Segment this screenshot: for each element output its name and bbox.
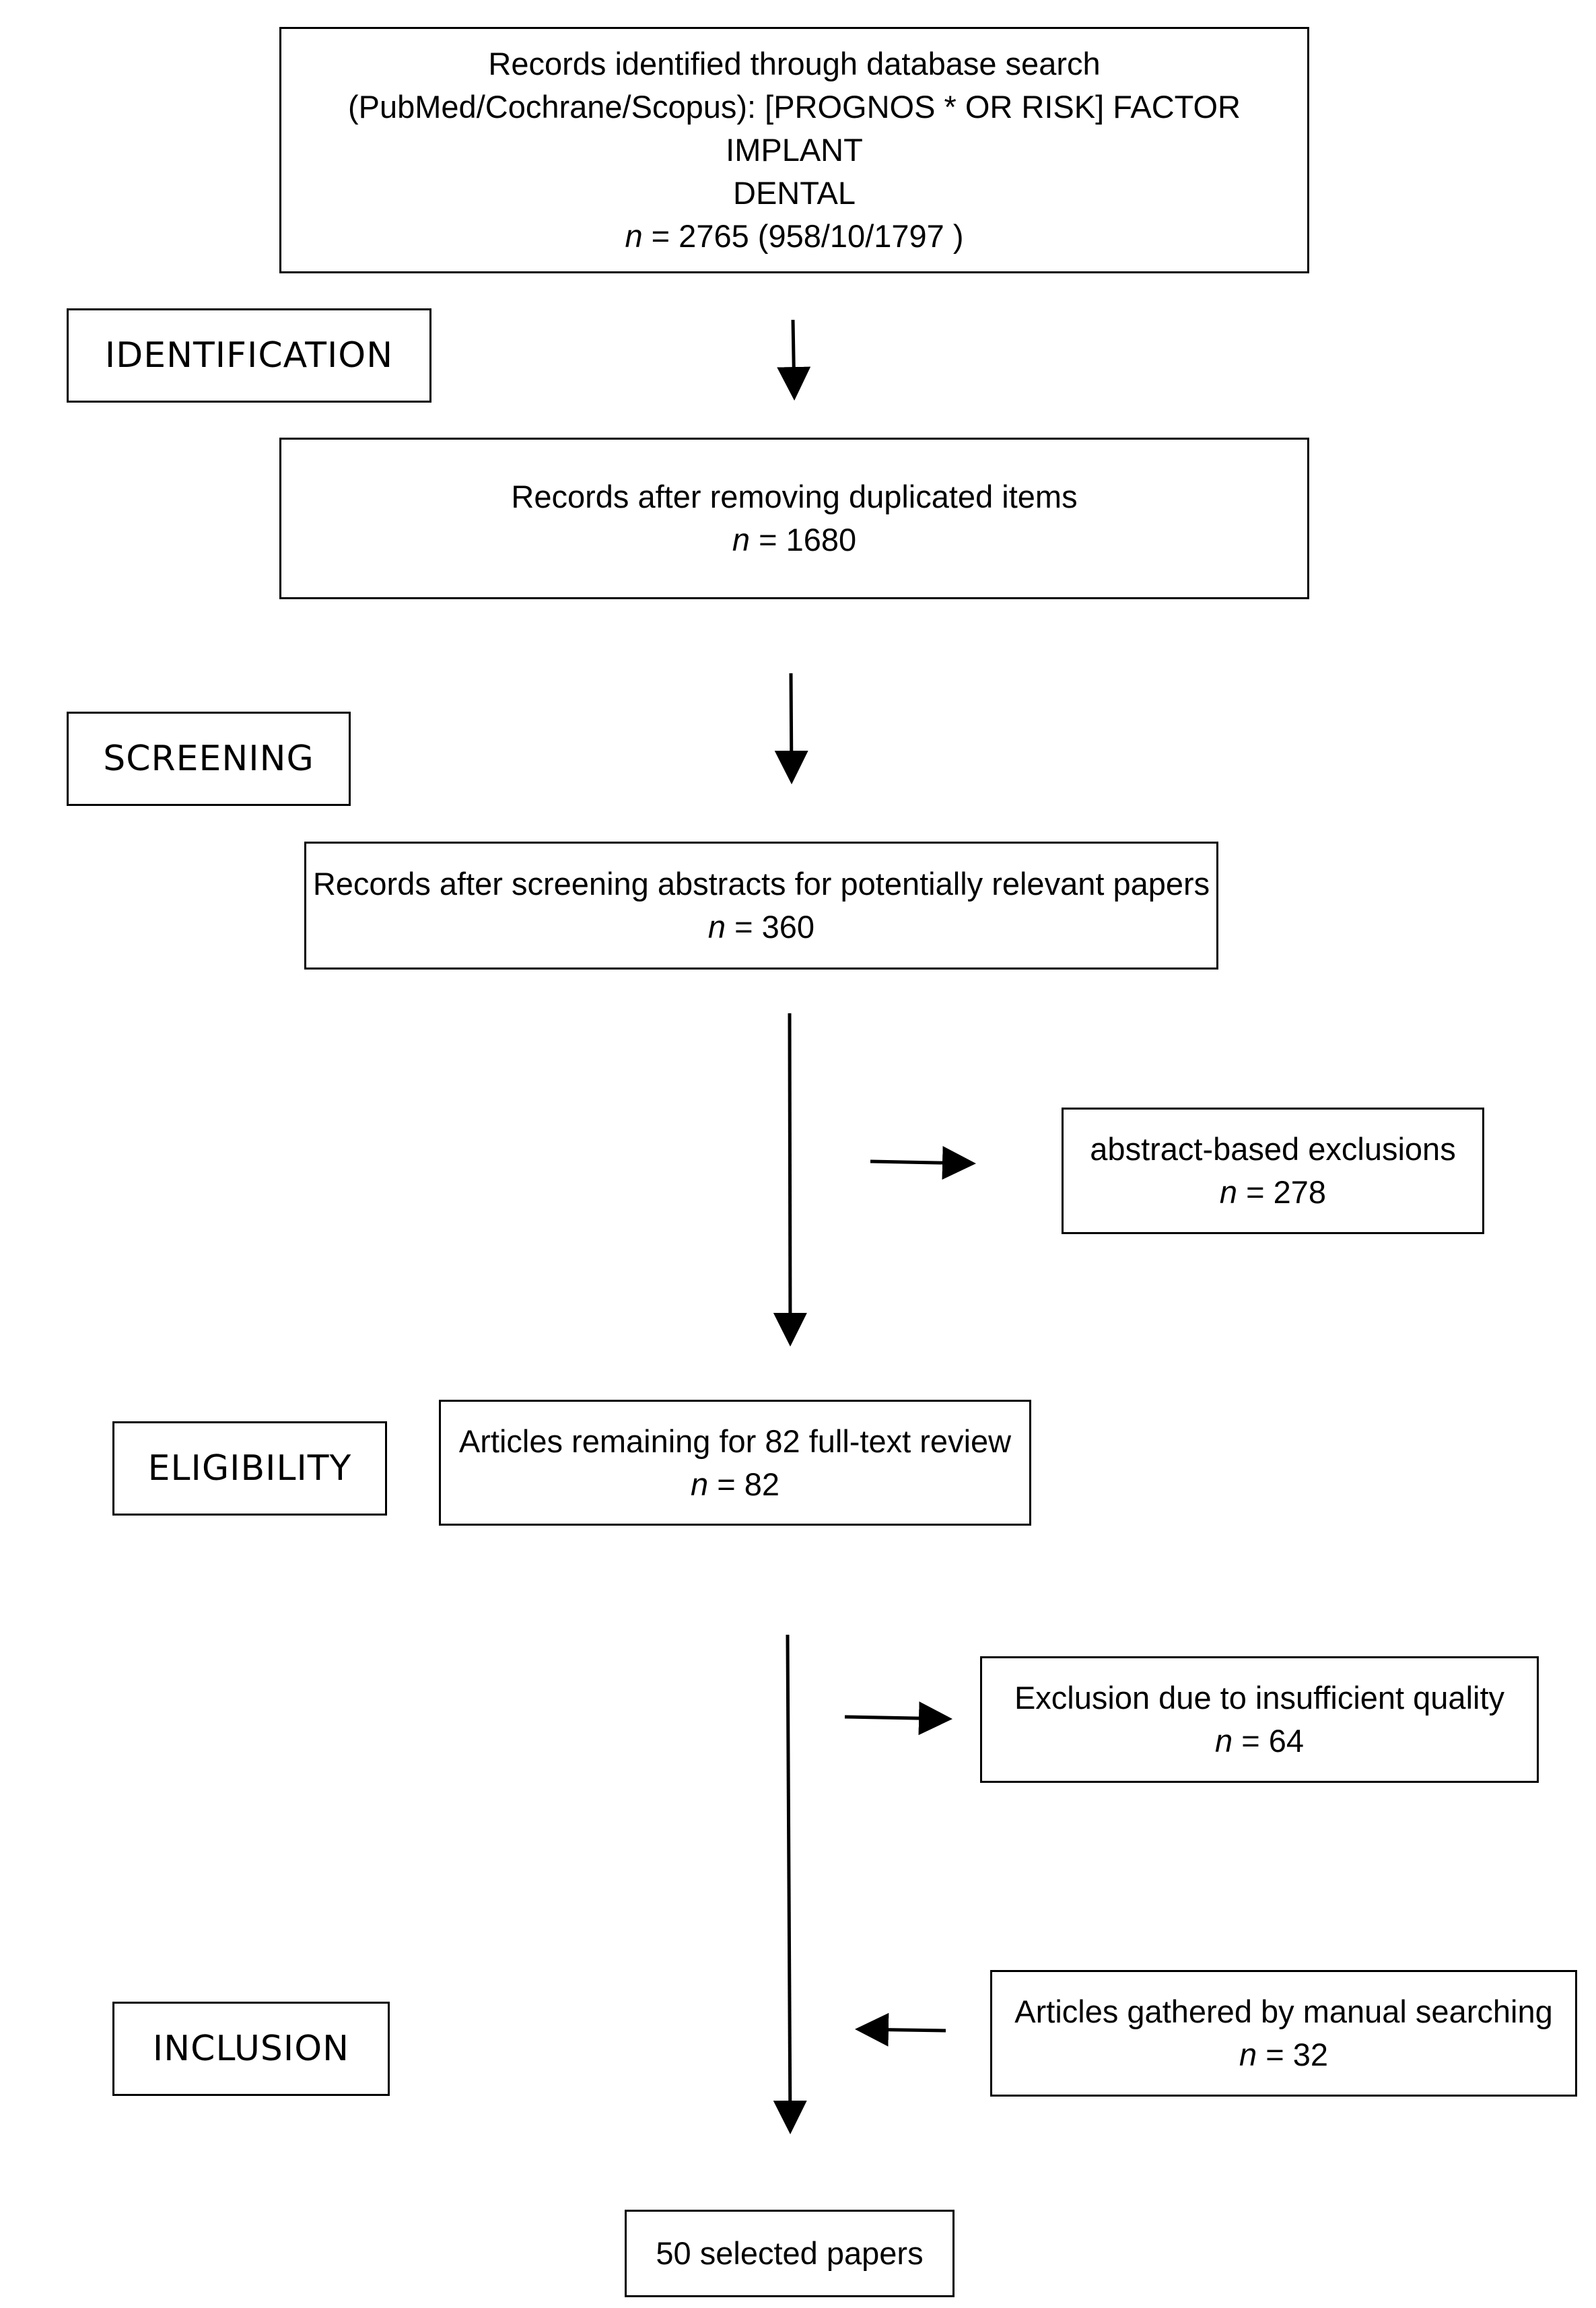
arrow-search-to-duplicates (777, 319, 811, 401)
abstract-exclusions-count: n = 278 (1220, 1171, 1326, 1214)
n-symbol: n (1215, 1723, 1233, 1759)
manual-search-line1: Articles gathered by manual searching (1014, 1994, 1553, 2029)
stage-eligibility: ELIGIBILITY (112, 1421, 387, 1516)
box-abstract-exclusions: abstract-based exclusions n = 278 (1062, 1108, 1484, 1234)
n-symbol: n (1239, 2037, 1257, 2072)
stage-screening-label: SCREENING (103, 739, 314, 779)
after-duplicates-line1: Records after removing duplicated items (511, 479, 1078, 514)
stage-eligibility-label: ELIGIBILITY (147, 1448, 352, 1489)
full-text-review-count: n = 82 (691, 1463, 779, 1506)
arrow-to-quality-exclusion (844, 1701, 952, 1736)
database-search-line1: Records identified through database sear… (488, 46, 1101, 81)
manual-search-count-value: = 32 (1265, 2037, 1328, 2072)
after-duplicates-count: n = 1680 (732, 518, 856, 562)
after-duplicates-count-value: = 1680 (759, 522, 857, 557)
full-text-review-line1: Articles remaining for 82 full-text revi… (458, 1423, 1012, 1459)
database-search-count-value: = 2765 (958/10/1797 ) (651, 218, 964, 254)
n-symbol: n (625, 218, 643, 254)
arrow-from-manual-search (855, 2012, 946, 2047)
n-symbol: n (691, 1466, 709, 1502)
selected-papers-label: 50 selected papers (656, 2235, 924, 2271)
box-quality-exclusion: Exclusion due to insufficient quality n … (980, 1656, 1539, 1783)
quality-exclusion-line1: Exclusion due to insufficient quality (1014, 1680, 1505, 1716)
box-selected-papers: 50 selected papers (625, 2210, 955, 2297)
quality-exclusion-count: n = 64 (1215, 1720, 1304, 1763)
arrow-eligibility-to-inclusion (773, 1634, 807, 2134)
stage-identification: IDENTIFICATION (67, 308, 431, 403)
quality-exclusion-count-value: = 64 (1241, 1723, 1304, 1759)
stage-inclusion-label: INCLUSION (152, 2029, 350, 2069)
database-search-line2: (PubMed/Cochrane/Scopus): [PROGNOS * OR … (347, 89, 1241, 168)
after-screening-line1: Records after screening abstracts for po… (312, 866, 1210, 902)
box-full-text-review: Articles remaining for 82 full-text revi… (439, 1400, 1031, 1526)
stage-screening: SCREENING (67, 712, 351, 806)
abstract-exclusions-count-value: = 278 (1246, 1174, 1327, 1210)
after-screening-count-value: = 360 (734, 909, 815, 945)
full-text-review-count-value: = 82 (717, 1466, 779, 1502)
n-symbol: n (1219, 1174, 1238, 1210)
abstract-exclusions-line1: abstract-based exclusions (1090, 1131, 1456, 1167)
database-search-line3: DENTAL (733, 175, 856, 211)
n-symbol: n (707, 909, 726, 945)
manual-search-count: n = 32 (1239, 2033, 1328, 2076)
box-manual-search: Articles gathered by manual searching n … (990, 1970, 1577, 2097)
box-database-search: Records identified through database sear… (279, 27, 1309, 273)
box-after-screening: Records after screening abstracts for po… (304, 842, 1218, 970)
box-after-duplicates: Records after removing duplicated items … (279, 438, 1309, 599)
n-symbol: n (732, 522, 750, 557)
stage-identification-label: IDENTIFICATION (104, 335, 394, 376)
arrow-to-abstract-exclusions (870, 1146, 976, 1180)
arrow-duplicates-to-screening (774, 673, 808, 784)
database-search-count: n = 2765 (958/10/1797 ) (625, 215, 963, 258)
after-screening-count: n = 360 (708, 906, 814, 949)
stage-inclusion: INCLUSION (112, 2002, 390, 2096)
